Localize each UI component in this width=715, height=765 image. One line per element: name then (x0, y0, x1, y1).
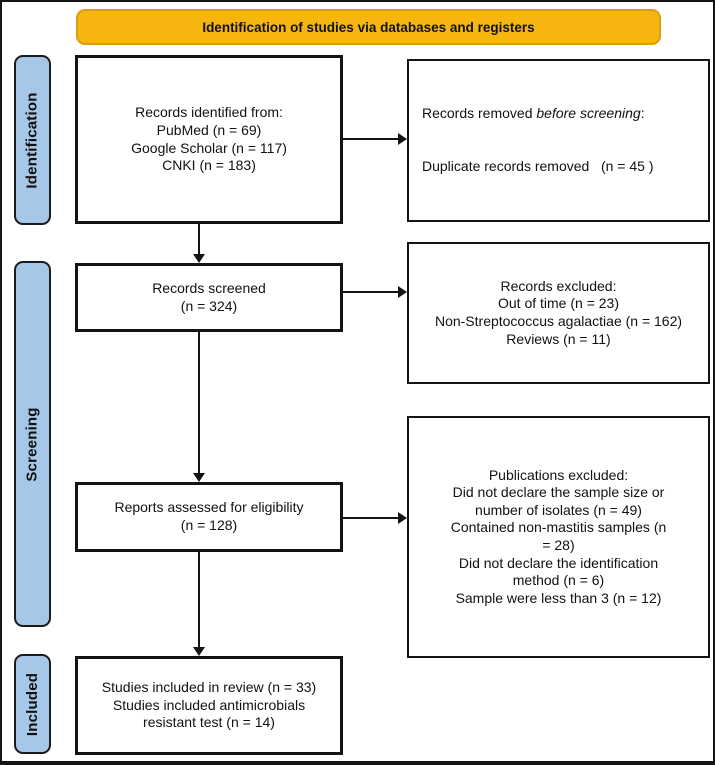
arrowhead-down-icon (193, 647, 205, 656)
stage-identification-label: Identification (24, 91, 42, 189)
stage-screening-label: Screening (24, 406, 42, 482)
box-publications-excluded: Publications excluded: Did not declare t… (407, 416, 710, 658)
arrowhead-right-icon (398, 512, 407, 524)
stage-identification: Identification (14, 55, 51, 225)
records-removed-line1-italic: before screening (536, 105, 641, 122)
arrow-line-assessed-to-included (198, 552, 200, 648)
box-studies-included: Studies included in review (n = 33) Stud… (75, 656, 343, 755)
box-records-identified: Records identified from: PubMed (n = 69)… (75, 55, 343, 224)
stage-included-label: Included (24, 672, 41, 736)
records-removed-line1-suffix: : (640, 105, 645, 122)
arrowhead-down-icon (193, 254, 205, 263)
arrow-line-screened-to-assessed (198, 332, 200, 474)
stage-included: Included (14, 654, 51, 754)
box-reports-assessed: Reports assessed for eligibility (n = 12… (75, 482, 343, 552)
records-removed-line1-prefix: Records removed (422, 105, 537, 122)
box-records-excluded: Records excluded: Out of time (n = 23) N… (407, 242, 710, 384)
box-studies-included-text: Studies included in review (n = 33) Stud… (101, 679, 317, 731)
stage-screening: Screening (14, 261, 51, 627)
box-records-identified-text: Records identified from: PubMed (n = 69)… (131, 104, 287, 174)
box-records-removed-text: Records removed before screening: Duplic… (422, 70, 654, 211)
arrow-line-assessed-to-pubexcluded (343, 517, 399, 519)
box-reports-assessed-text: Reports assessed for eligibility (n = 12… (114, 499, 304, 533)
box-records-screened: Records screened (n = 324) (75, 263, 343, 332)
arrow-line-identified-to-screened (198, 224, 200, 255)
banner-title-label: Identification of studies via databases … (202, 19, 535, 35)
arrowhead-right-icon (398, 133, 407, 145)
arrowhead-right-icon (398, 286, 407, 298)
box-records-screened-text: Records screened (n = 324) (152, 279, 266, 314)
records-removed-line2: Duplicate records removed (n = 45 ) (422, 158, 654, 175)
arrowhead-down-icon (193, 473, 205, 482)
banner-title: Identification of studies via databases … (76, 9, 661, 45)
records-removed-line1: Records removed before screening: (422, 105, 654, 123)
box-publications-excluded-text: Publications excluded: Did not declare t… (450, 466, 667, 606)
arrow-line-screened-to-excluded (343, 291, 399, 293)
box-records-removed: Records removed before screening: Duplic… (407, 59, 710, 222)
arrow-line-identified-to-removed (343, 138, 399, 140)
box-records-excluded-text: Records excluded: Out of time (n = 23) N… (434, 277, 683, 347)
